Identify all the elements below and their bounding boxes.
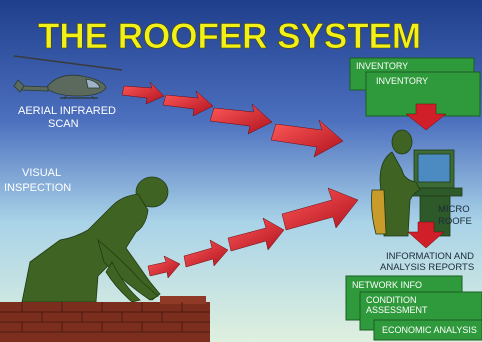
condition-label: CONDITION <box>366 295 417 305</box>
micro-roofer-label-line1: MICRO <box>438 204 470 215</box>
info-reports-label-line1: INFORMATION AND <box>386 251 474 262</box>
visual-inspection-label-line2: INSPECTION <box>4 182 71 194</box>
economic-analysis-box: ECONOMIC ANALYSIS <box>374 320 482 340</box>
inventory-label-1: INVENTORY <box>356 61 408 71</box>
page-title: THE ROOFER SYSTEM <box>38 17 421 56</box>
aerial-scan-label-line2: SCAN <box>48 118 79 130</box>
brick-wall <box>0 296 210 342</box>
economic-analysis-label: ECONOMIC ANALYSIS <box>382 325 477 335</box>
visual-inspection-label-line1: VISUAL <box>22 167 61 179</box>
inventory-label-2: INVENTORY <box>376 76 428 86</box>
micro-roofer-label-line2: ROOFE <box>438 216 472 227</box>
assessment-label: ASSESSMENT <box>366 305 428 315</box>
network-info-label: NETWORK INFO <box>352 280 422 290</box>
info-reports-label-line2: ANALYSIS REPORTS <box>380 262 474 273</box>
aerial-scan-label-line1: AERIAL INFRARED <box>18 105 116 117</box>
